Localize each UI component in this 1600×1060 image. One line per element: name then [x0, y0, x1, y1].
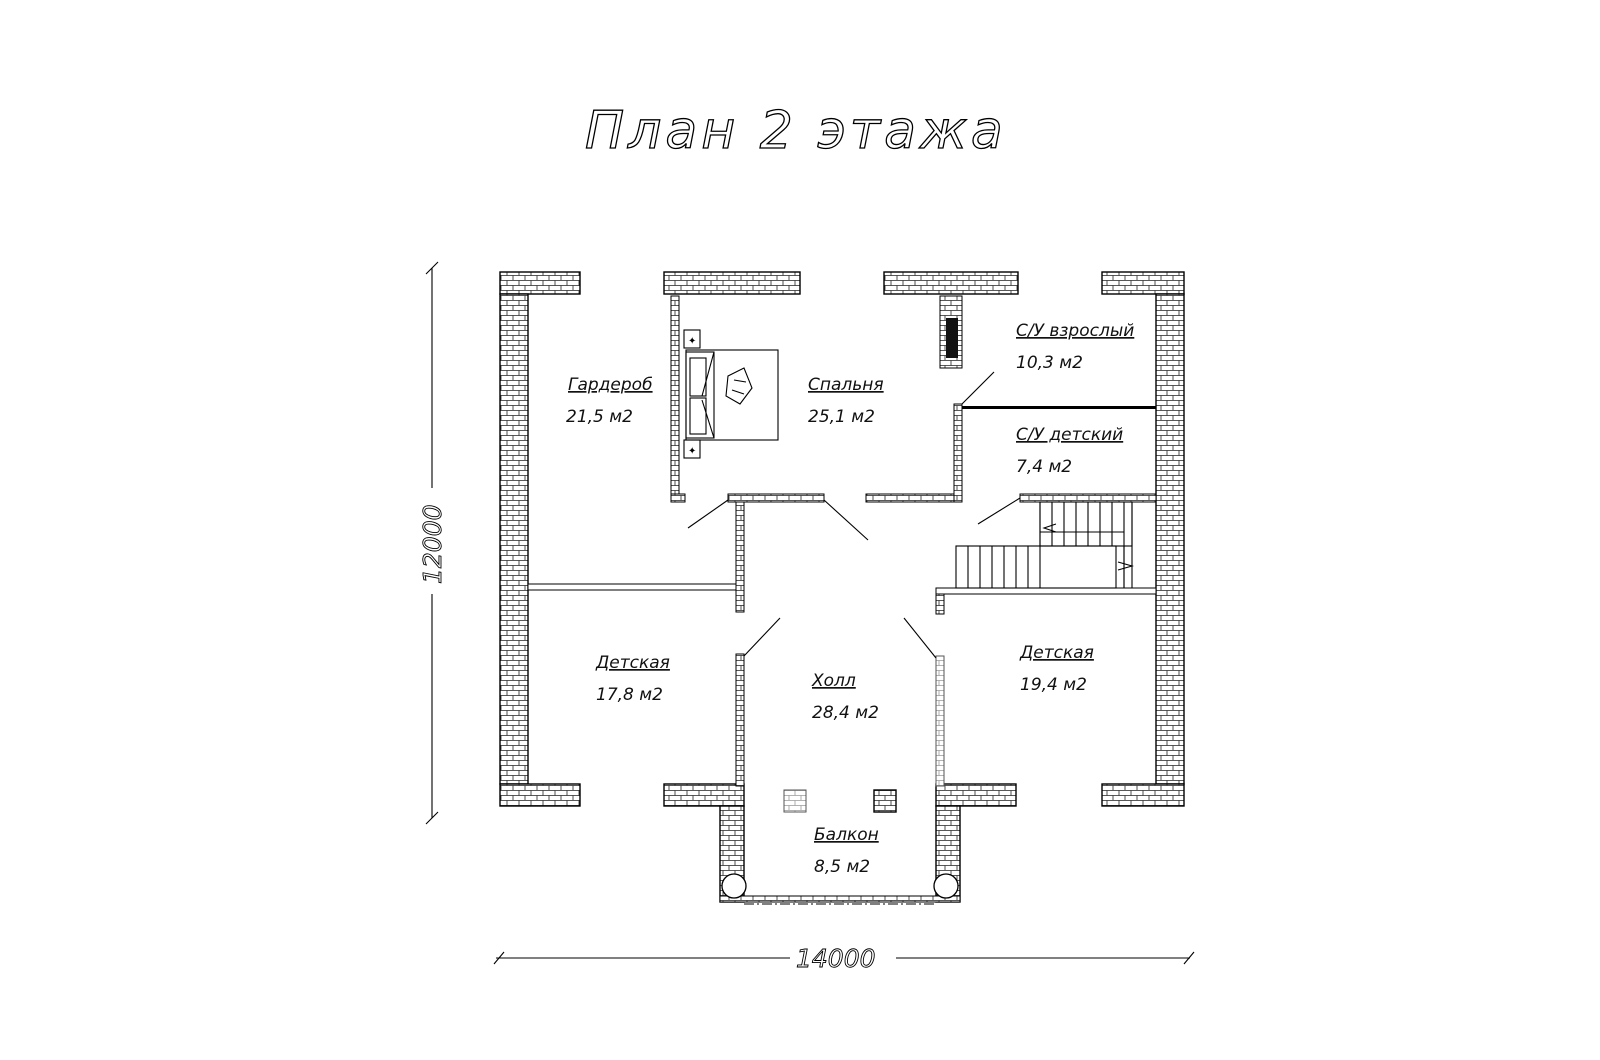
staircase: [955, 501, 1135, 589]
room-name: Холл: [811, 671, 856, 691]
dimension-height: 12000: [418, 261, 447, 825]
room-area: 17,8 м2: [596, 685, 663, 705]
room-name: Спальня: [808, 375, 884, 395]
plan-title: План 2 этажа: [585, 101, 1007, 161]
door-swings: [687, 371, 1021, 659]
room-area: 21,5 м2: [566, 407, 633, 427]
room-name: Гардероб: [568, 375, 653, 395]
room-label-detskaya-right: Детская 19,4 м2: [1019, 643, 1094, 695]
room-area: 8,5 м2: [814, 857, 870, 877]
dimension-width: 14000: [493, 944, 1195, 973]
room-label-su-adult: С/У взрослый 10,3 м2: [1016, 321, 1134, 373]
room-area: 10,3 м2: [1016, 353, 1083, 373]
room-area: 7,4 м2: [1016, 457, 1072, 477]
outer-walls: [499, 271, 1185, 807]
room-area: 19,4 м2: [1020, 675, 1087, 695]
interior-partitions: [527, 295, 1157, 905]
svg-text:✦: ✦: [688, 446, 696, 457]
room-label-holl: Холл 28,4 м2: [811, 671, 879, 723]
room-label-su-child: С/У детский 7,4 м2: [1016, 425, 1123, 477]
room-name: Балкон: [814, 825, 879, 845]
bed-icon: ✦ ✦: [683, 329, 779, 459]
svg-text:✦: ✦: [688, 336, 696, 347]
room-area: 28,4 м2: [812, 703, 879, 723]
height-value: 12000: [418, 504, 447, 584]
room-name: С/У детский: [1016, 425, 1123, 445]
room-area: 25,1 м2: [808, 407, 875, 427]
room-label-spalnya: Спальня 25,1 м2: [808, 375, 884, 427]
room-name: Детская: [595, 653, 670, 673]
room-label-garderob: Гардероб 21,5 м2: [566, 375, 653, 427]
width-value: 14000: [796, 944, 876, 973]
room-label-detskaya-left: Детская 17,8 м2: [595, 653, 670, 705]
room-name: Детская: [1019, 643, 1094, 663]
room-label-balkon: Балкон 8,5 м2: [814, 825, 879, 877]
room-name: С/У взрослый: [1016, 321, 1134, 341]
